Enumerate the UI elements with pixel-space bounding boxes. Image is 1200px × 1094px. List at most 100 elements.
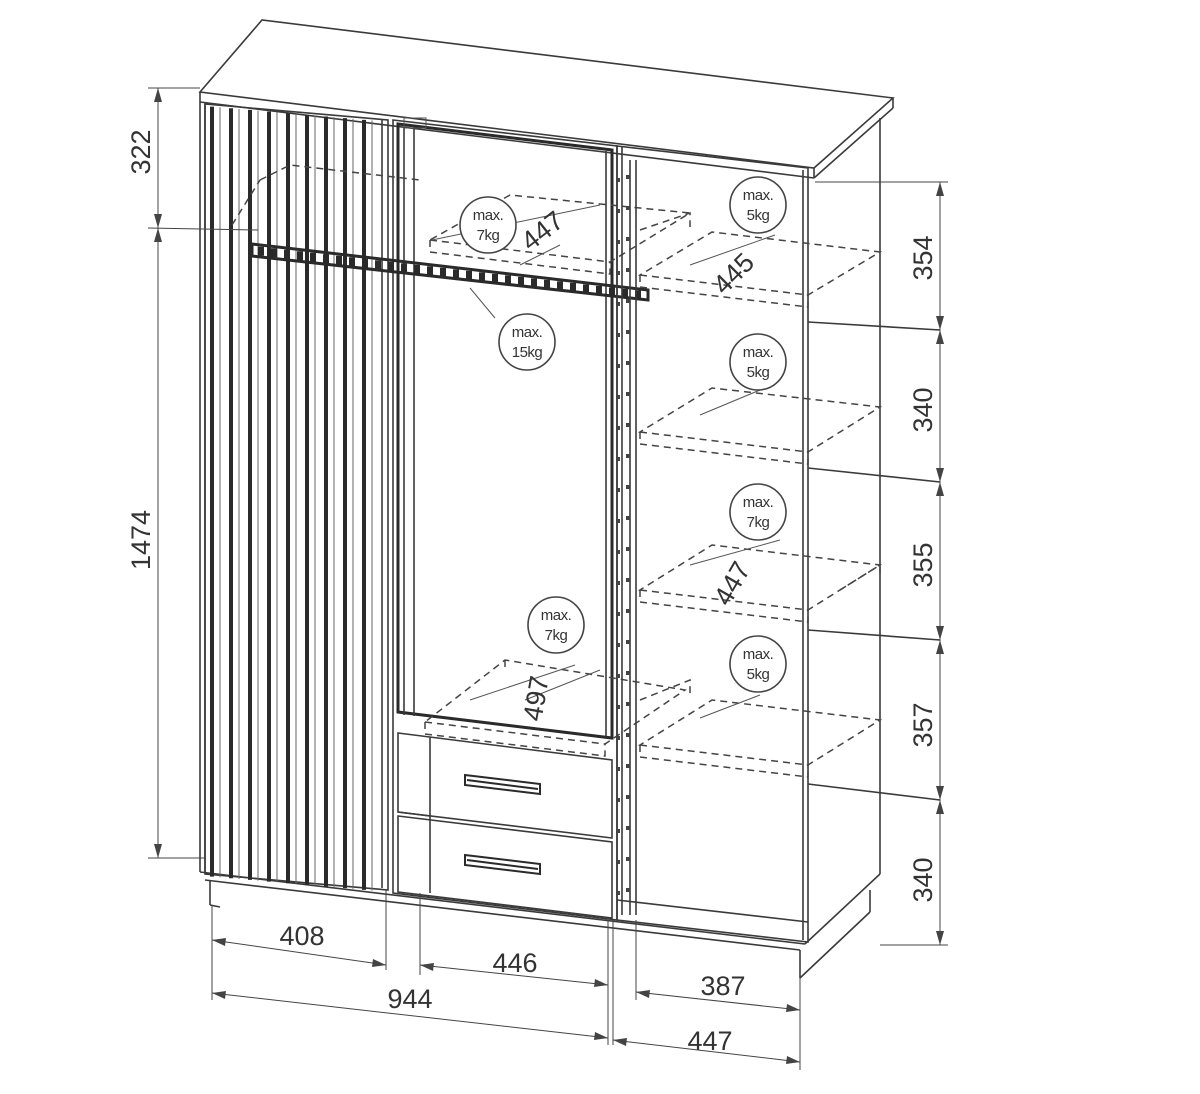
rail-tooth (362, 258, 368, 268)
dim-shelf-gap-2: 340 (908, 387, 938, 432)
rail-tooth (336, 255, 342, 265)
peg-hole (626, 857, 630, 861)
peg-hole (626, 640, 630, 644)
peg-hole (616, 426, 620, 430)
peg-hole (626, 888, 630, 892)
rail-tooth (401, 263, 407, 273)
rail-tooth (596, 285, 602, 295)
peg-hole (626, 795, 630, 799)
dim-shelf-gap-1: 354 (908, 235, 938, 280)
dim-width-middle: 446 (492, 948, 537, 978)
svg-text:max.: max. (512, 324, 543, 341)
peg-hole (626, 609, 630, 613)
peg-hole (626, 175, 630, 179)
rail-tooth (388, 261, 394, 271)
rail-tooth (349, 257, 355, 267)
dim-width-total: 944 (387, 984, 432, 1014)
dim-depth-middle-lower: 497 (517, 674, 554, 724)
peg-hole (626, 454, 630, 458)
peg-hole (626, 578, 630, 582)
peg-hole (626, 516, 630, 520)
hanging-rail (250, 242, 650, 302)
load-badge-rail: max. 15kg (498, 313, 556, 371)
peg-hole (616, 488, 620, 492)
rail-tooth (466, 270, 472, 280)
rail-tooth (297, 251, 303, 261)
load-badge-right-third: max. 7kg (729, 483, 787, 541)
peg-hole (616, 240, 620, 244)
peg-hole (616, 302, 620, 306)
drawer-handle-upper (464, 773, 541, 796)
peg-hole (616, 829, 620, 833)
rail-tooth (258, 246, 264, 256)
peg-hole (626, 547, 630, 551)
rail-tooth (609, 287, 615, 297)
peg-hole (626, 392, 630, 396)
peg-hole (616, 767, 620, 771)
peg-hole (626, 237, 630, 241)
peg-hole (626, 268, 630, 272)
rail-tooth (531, 278, 537, 288)
rail-tooth (310, 252, 316, 262)
load-badge-right-top: max. 5kg (729, 176, 787, 234)
peg-hole (626, 485, 630, 489)
load-badge-middle-lower: max. 7kg (527, 596, 585, 654)
dim-depth-total: 447 (687, 1026, 732, 1056)
peg-hole (616, 178, 620, 182)
rail-tooth (479, 272, 485, 282)
peg-hole (616, 550, 620, 554)
rail-tooth (622, 288, 628, 298)
peg-hole (626, 361, 630, 365)
svg-text:5kg: 5kg (747, 666, 770, 683)
peg-hole (626, 671, 630, 675)
svg-text:max.: max. (743, 646, 774, 663)
peg-hole (616, 612, 620, 616)
dim-width-left: 408 (279, 921, 324, 951)
rail-tooth (440, 267, 446, 277)
rail-tooth (505, 275, 511, 285)
dim-depth-right-top: 445 (707, 247, 760, 300)
right-section (616, 145, 941, 943)
peg-hole (616, 581, 620, 585)
rail-tooth (492, 273, 498, 283)
load-badges: max. 7kg max. 15kg max. 5kg max. 5kg max… (459, 176, 787, 693)
svg-text:max.: max. (541, 607, 572, 624)
peg-hole (626, 733, 630, 737)
left-slatted-door (204, 103, 389, 891)
svg-text:7kg: 7kg (747, 514, 770, 531)
load-badge-right-fourth: max. 5kg (729, 635, 787, 693)
peg-hole (616, 860, 620, 864)
peg-hole (626, 299, 630, 303)
svg-text:max.: max. (743, 344, 774, 361)
svg-text:5kg: 5kg (747, 364, 770, 381)
svg-text:7kg: 7kg (477, 227, 500, 244)
rail-tooth (453, 269, 459, 279)
drawer-handle-lower (464, 853, 541, 876)
peg-hole (626, 764, 630, 768)
peg-hole (616, 457, 620, 461)
dimension-labels: 322 1474 354 340 355 357 340 408 446 944… (126, 129, 938, 1056)
svg-text:7kg: 7kg (545, 627, 568, 644)
rail-tooth (414, 264, 420, 274)
load-badge-right-second: max. 5kg (729, 333, 787, 391)
peg-hole (616, 674, 620, 678)
peg-hole (626, 826, 630, 830)
svg-text:max.: max. (743, 494, 774, 511)
rail-tooth (375, 260, 381, 270)
dimension-lines (147, 87, 948, 1070)
rail-tooth (583, 284, 589, 294)
peg-hole (616, 798, 620, 802)
peg-hole (616, 364, 620, 368)
peg-hole (616, 519, 620, 523)
dim-height-main: 1474 (126, 510, 156, 570)
svg-text:15kg: 15kg (512, 344, 543, 361)
peg-hole (626, 702, 630, 706)
rail-tooth (557, 281, 563, 291)
peg-hole (626, 330, 630, 334)
peg-hole (616, 705, 620, 709)
rail-tooth (570, 282, 576, 292)
peg-hole (626, 423, 630, 427)
peg-hole (616, 395, 620, 399)
